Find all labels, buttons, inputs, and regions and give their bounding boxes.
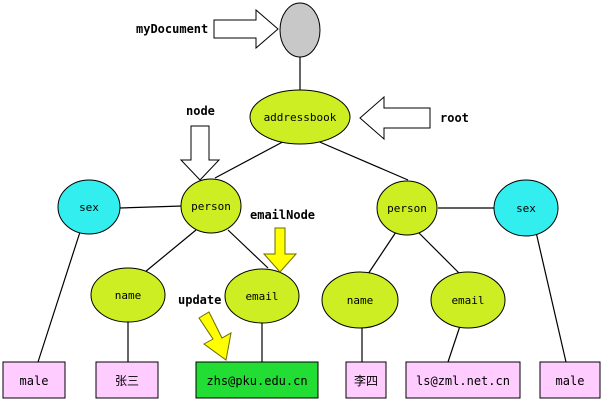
sex-left-ellipse [57, 179, 121, 235]
edge-person-left-sex-left [119, 205, 183, 209]
edge-sex-right-male-right [535, 231, 567, 363]
leaf-name-left-value-box [95, 361, 159, 399]
email-node-right: email [430, 271, 506, 329]
email-right-label: email [451, 294, 484, 307]
name-left-label: name [115, 289, 142, 302]
name-node-left: name [90, 267, 166, 323]
annotation-update: update [178, 293, 221, 307]
sex-node-left: sex [57, 179, 121, 235]
sex-node-right: sex [493, 179, 559, 237]
name-right-ellipse [321, 271, 399, 329]
arrow-right-icon [213, 8, 279, 50]
arrow-left-icon [359, 95, 431, 141]
person-right-label: person [387, 202, 427, 215]
leaf-male-right-box [539, 361, 601, 399]
leaf-name-left-value: 张三 [95, 361, 159, 399]
addressbook-label: addressbook [264, 111, 337, 124]
email-left-ellipse [224, 268, 300, 324]
addressbook-ellipse [249, 89, 351, 145]
arrow-down-yellow-icon [262, 227, 298, 273]
edge-sex-left-male-left [37, 231, 81, 363]
document-node-ellipse [279, 2, 321, 58]
leaf-email-right-value-box [405, 361, 521, 399]
leaf-email-left-value: zhs@pku.edu.cn [195, 361, 319, 399]
email-left-label: email [245, 290, 278, 303]
leaf-name-right-value: 李四 [345, 361, 387, 399]
leaf-email-right-value-label: ls@zml.net.cn [416, 374, 510, 388]
leaf-male-left: male [2, 361, 66, 399]
leaf-name-right-value-box [345, 361, 387, 399]
person-left-ellipse [180, 178, 242, 234]
arrow-diagonal-yellow-icon [198, 311, 232, 361]
email-node-left: email [224, 268, 300, 324]
name-right-label: name [347, 294, 374, 307]
sex-right-label: sex [516, 202, 536, 215]
leaf-male-left-box [2, 361, 66, 399]
email-right-ellipse [430, 271, 506, 329]
edge-addressbook-person-right [307, 136, 409, 181]
annotation-mydocument: myDocument [136, 22, 208, 36]
sex-left-label: sex [79, 201, 99, 214]
edge-email-right-value [447, 325, 461, 363]
addressbook-node: addressbook [249, 89, 351, 145]
annotation-node: node [186, 104, 215, 118]
annotation-emailnode: emailNode [250, 208, 315, 222]
document-node [279, 2, 321, 58]
leaf-name-right-value-label: 李四 [354, 373, 378, 388]
edge-person-right-name-right [367, 231, 397, 275]
leaf-male-right-label: male [556, 374, 585, 388]
leaf-male-left-label: male [20, 374, 49, 388]
leaf-name-left-value-label: 张三 [115, 374, 139, 388]
person-right-ellipse [376, 180, 438, 236]
person-node-left: person [180, 178, 242, 234]
leaf-email-left-value-box [195, 361, 319, 399]
name-left-ellipse [90, 267, 166, 323]
annotation-root: root [440, 111, 469, 125]
tree-edges [37, 56, 567, 363]
edge-addressbook-person-left [214, 136, 293, 179]
arrow-down-icon [179, 125, 221, 181]
leaf-male-right: male [539, 361, 601, 399]
sex-right-ellipse [493, 179, 559, 237]
leaf-email-left-value-label: zhs@pku.edu.cn [206, 374, 307, 388]
edge-person-left-name-left [144, 229, 197, 273]
leaf-email-right-value: ls@zml.net.cn [405, 361, 521, 399]
edge-person-left-email-left [227, 229, 269, 269]
edge-person-right-email-right [417, 231, 461, 275]
name-node-right: name [321, 271, 399, 329]
person-left-label: person [191, 200, 231, 213]
person-node-right: person [376, 180, 438, 236]
